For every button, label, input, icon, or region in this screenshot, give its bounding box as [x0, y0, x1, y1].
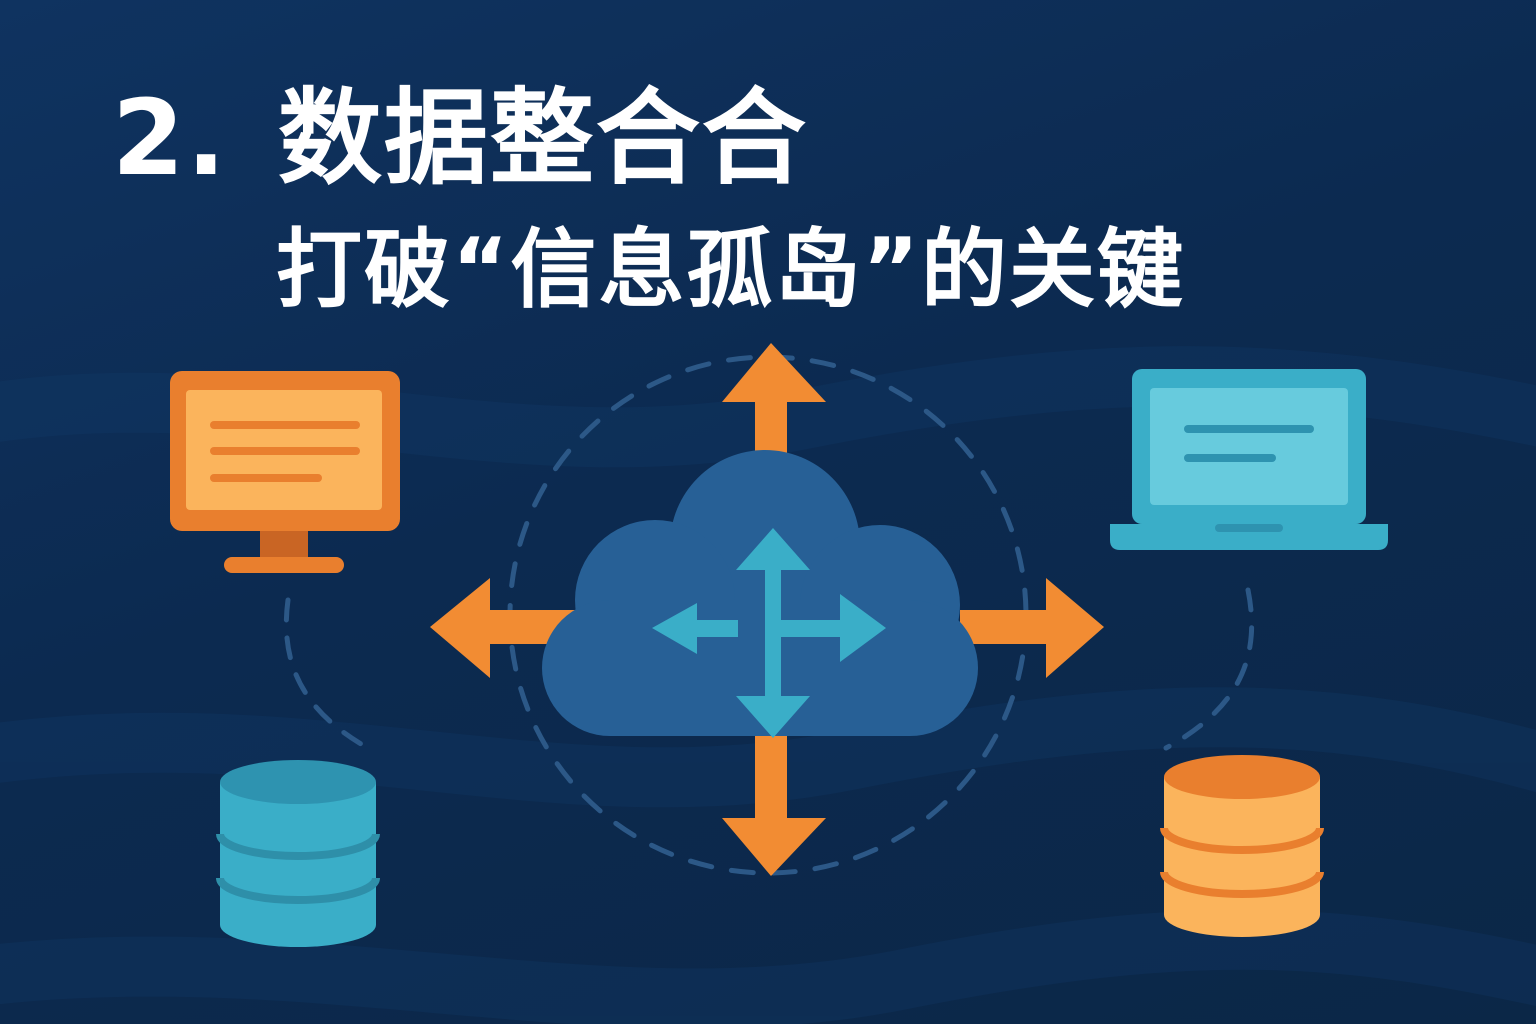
inner-arrows-icon [652, 528, 886, 738]
four-way-arrows-icon [430, 343, 1104, 876]
database-icon-orange [1160, 755, 1324, 937]
database-icon-teal [216, 760, 380, 947]
desktop-monitor-icon [170, 371, 400, 573]
title-subheading: 打破“信息孤岛”的关键 [276, 220, 1186, 320]
dashed-connector-right [1163, 587, 1255, 751]
title-heading-line: 2. 数据整合合 [112, 78, 808, 198]
laptop-icon [1110, 369, 1388, 550]
cloud-icon [542, 450, 978, 736]
title-heading: 数据整合合 [277, 77, 808, 199]
title-number: 2. [112, 77, 228, 199]
dashed-connector-left [283, 597, 371, 751]
